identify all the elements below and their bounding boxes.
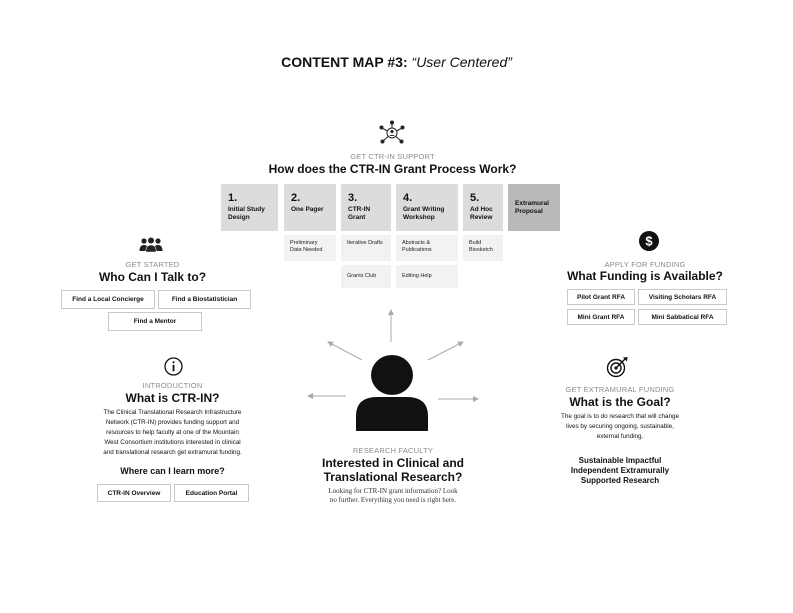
goal-tagline: Sustainable Impactful Independent Extram… xyxy=(530,456,710,486)
mini-grant-rfa-button[interactable]: Mini Grant RFA xyxy=(567,309,635,325)
info-icon xyxy=(164,357,183,376)
page-title-bold: CONTENT MAP #3: xyxy=(281,54,408,70)
visiting-scholars-rfa-button[interactable]: Visiting Scholars RFA xyxy=(638,289,727,305)
arrow-up-right xyxy=(427,341,464,361)
intro-body-line: resources to help faculty at one of the … xyxy=(106,429,239,436)
svg-text:$: $ xyxy=(645,234,653,249)
goal-heading: What is the Goal? xyxy=(569,395,671,409)
funding-heading: What Funding is Available? xyxy=(567,269,723,283)
step-one-pager[interactable]: 2. One Pager xyxy=(284,184,336,231)
get-started-heading: Who Can I Talk to? xyxy=(98,270,207,284)
faculty-heading-line: Interested in Clinical and xyxy=(321,456,465,470)
ctr-in-overview-button[interactable]: CTR-IN Overview xyxy=(97,484,171,502)
find-mentor-button[interactable]: Find a Mentor xyxy=(108,312,202,331)
intro-body-line: and translational research get extramura… xyxy=(103,449,242,456)
faculty-heading-line: Translational Research? xyxy=(323,470,463,484)
support-heading: How does the CTR-IN Grant Process Work? xyxy=(268,162,517,176)
support-kicker: GET CTR-IN SUPPORT xyxy=(350,152,435,161)
step-number: 3. xyxy=(348,192,358,204)
step-ad-hoc-review[interactable]: 5. Ad Hoc Review xyxy=(463,184,503,231)
sub-item-preliminary-data[interactable]: Preliminary Data Needed xyxy=(284,235,336,261)
sub-item-build-biosketch[interactable]: Build Biosketch xyxy=(463,235,503,261)
funding-kicker: APPLY FOR FUNDING xyxy=(604,260,686,269)
step-label: Extramural Proposal xyxy=(515,200,549,215)
intro-body: The Clinical Translational Research Infr… xyxy=(80,408,265,458)
sub-item-grants-club[interactable]: Grants Club xyxy=(341,265,391,288)
sub-item-editing-help[interactable]: Editing Help xyxy=(396,265,458,288)
goal-body-line: lives by securing ongoing, sustainable, xyxy=(566,423,674,430)
goal-body-line: The goal is to do research that will cha… xyxy=(561,413,679,420)
goal-tagline-line: Sustainable Impactful xyxy=(578,456,662,465)
step-label: CTR-IN Grant xyxy=(348,206,371,221)
mini-sabbatical-rfa-button[interactable]: Mini Sabbatical RFA xyxy=(638,309,727,325)
intro-body-line: The Clinical Translational Research Infr… xyxy=(103,409,242,416)
page-title: CONTENT MAP #3: “User Centered” xyxy=(0,54,793,70)
faculty-body-line: Looking for CTR-IN grant information? Lo… xyxy=(328,487,458,495)
step-extramural-proposal[interactable]: Extramural Proposal xyxy=(508,184,560,231)
faculty-heading: Interested in Clinical and Translational… xyxy=(300,456,486,484)
faculty-kicker: RESEARCH FACULTY xyxy=(352,446,434,455)
intro-kicker: INTRODUCTION xyxy=(142,381,203,390)
find-local-concierge-button[interactable]: Find a Local Concierge xyxy=(61,290,155,309)
intro-heading: What is CTR-IN? xyxy=(125,391,220,405)
pilot-grant-rfa-button[interactable]: Pilot Grant RFA xyxy=(567,289,635,305)
goal-tagline-line: Independent Extramurally xyxy=(570,466,670,475)
step-number: 5. xyxy=(470,192,480,204)
goal-body: The goal is to do research that will cha… xyxy=(530,412,710,442)
sub-item-abstracts-publications[interactable]: Abstracts & Publications xyxy=(396,235,458,261)
target-icon xyxy=(606,357,628,378)
faculty-body: Looking for CTR-IN grant information? Lo… xyxy=(300,487,486,505)
find-biostatistician-button[interactable]: Find a Biostatistician xyxy=(158,290,251,309)
person-silhouette-icon xyxy=(356,355,428,431)
step-label: One Pager xyxy=(291,206,324,213)
step-grant-writing-workshop[interactable]: 4. Grant Writing Workshop xyxy=(396,184,458,231)
arrows xyxy=(307,309,479,402)
step-label: Ad Hoc Review xyxy=(470,206,493,221)
learn-more-heading: Where can I learn more? xyxy=(120,466,225,476)
step-label: Grant Writing Workshop xyxy=(403,206,445,221)
goal-tagline-line: Supported Research xyxy=(580,476,660,485)
step-number: 2. xyxy=(291,192,301,204)
goal-kicker: GET EXTRAMURAL FUNDING xyxy=(565,385,675,394)
step-number: 1. xyxy=(228,192,238,204)
network-person-icon xyxy=(379,120,405,144)
arrow-up-left xyxy=(327,341,363,361)
sub-item-iterative-drafts[interactable]: Iterative Drafts xyxy=(341,235,391,261)
dollar-icon: $ xyxy=(639,231,659,251)
education-portal-button[interactable]: Education Portal xyxy=(174,484,249,502)
faculty-body-line: no further. Everything you need is right… xyxy=(329,496,457,504)
page-title-subtitle: “User Centered” xyxy=(411,54,512,70)
people-group-icon xyxy=(139,237,163,253)
step-label: Initial Study Design xyxy=(228,206,265,221)
intro-body-line: West Consortium institutions interested … xyxy=(104,439,241,446)
get-started-kicker: GET STARTED xyxy=(125,260,180,269)
step-ctr-in-grant[interactable]: 3. CTR-IN Grant xyxy=(341,184,391,231)
step-initial-study-design[interactable]: 1. Initial Study Design xyxy=(221,184,278,231)
step-number: 4. xyxy=(403,192,413,204)
intro-body-line: Network (CTR-IN) provides funding suppor… xyxy=(105,419,240,426)
goal-body-line: external funding. xyxy=(596,433,644,440)
